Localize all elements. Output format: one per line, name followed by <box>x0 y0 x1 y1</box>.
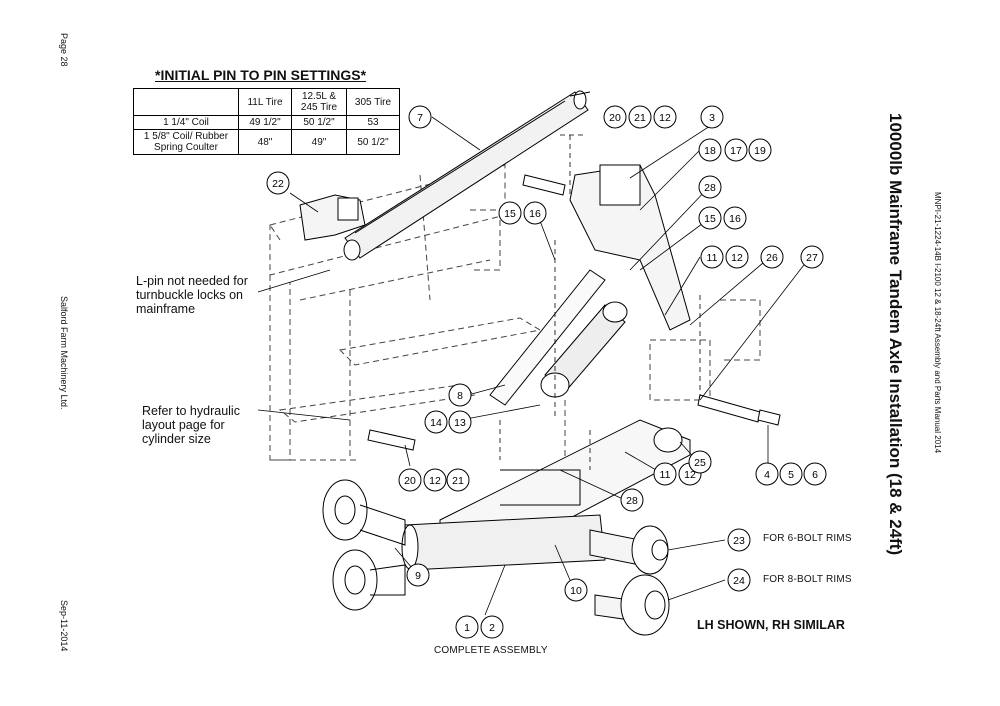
part-bubble-3: 3 <box>700 105 724 129</box>
part-bubble-16: 16 <box>523 201 547 225</box>
part-bubble-13: 13 <box>448 410 472 434</box>
part-number: 16 <box>529 208 541 220</box>
table-cell: 49" <box>291 129 347 155</box>
complete-assembly-label: COMPLETE ASSEMBLY <box>434 645 548 656</box>
part-bubble-12: 12 <box>725 245 749 269</box>
part-number: 26 <box>766 252 778 264</box>
part-bubble-6: 6 <box>803 462 827 486</box>
part-number: 7 <box>417 112 423 124</box>
table-cell: 48" <box>238 129 292 155</box>
table-cell: 1 5/8" Coil/ Rubber Spring Coulter <box>133 129 239 155</box>
part-bubble-7: 7 <box>408 105 432 129</box>
part-number: 10 <box>570 585 582 597</box>
part-number: 11 <box>707 252 718 264</box>
part-bubble-1: 1 <box>455 615 479 639</box>
part-bubble-26: 26 <box>760 245 784 269</box>
part-bubble-11: 11 <box>700 245 724 269</box>
hydraulic-note: Refer to hydraulic layout page for cylin… <box>142 404 240 446</box>
part-number: 1 <box>464 622 470 634</box>
part-bubble-15: 15 <box>698 206 722 230</box>
table-cell: 50 1/2" <box>346 129 400 155</box>
hydraulic-cylinder <box>489 269 628 406</box>
lh-shown-note: LH SHOWN, RH SIMILAR <box>697 618 845 632</box>
table-header-row: 11L Tire 12.5L & 245 Tire 305 Tire <box>133 88 400 116</box>
turnbuckle <box>343 90 591 261</box>
table-header-cell: 11L Tire <box>238 88 292 116</box>
part-number: 11 <box>660 469 671 481</box>
part-bubble-9: 9 <box>406 563 430 587</box>
pin-settings-table: 11L Tire 12.5L & 245 Tire 305 Tire 1 1/4… <box>133 88 400 155</box>
part-bubble-19: 19 <box>748 138 772 162</box>
hub-left-top <box>322 479 406 546</box>
part-bubble-12: 12 <box>653 105 677 129</box>
part-bubble-15: 15 <box>498 201 522 225</box>
part-number: 16 <box>729 213 741 225</box>
part-bubble-21: 21 <box>628 105 652 129</box>
part-number: 21 <box>634 112 646 124</box>
part-number: 21 <box>452 475 464 487</box>
part-bubble-8: 8 <box>448 383 472 407</box>
part-number: 15 <box>504 208 516 220</box>
part-bubble-11: 11 <box>653 462 677 486</box>
part-bubble-22: 22 <box>266 171 290 195</box>
hub-6-bolt <box>589 525 669 575</box>
part-number: 28 <box>704 182 716 194</box>
part-number: 12 <box>659 112 671 124</box>
part-bubble-16: 16 <box>723 206 747 230</box>
part-number: 4 <box>764 469 770 481</box>
eight-bolt-callout: FOR 8-BOLT RIMS <box>763 574 852 585</box>
part-bubble-17: 17 <box>724 138 748 162</box>
table-row: 1 5/8" Coil/ Rubber Spring Coulter 48" 4… <box>133 129 400 155</box>
part-bubble-12: 12 <box>423 468 447 492</box>
part-number: 18 <box>704 145 716 157</box>
part-bubble-14: 14 <box>424 410 448 434</box>
part-bubble-4: 4 <box>755 462 779 486</box>
part-bubble-10: 10 <box>564 578 588 602</box>
part-number: 5 <box>788 469 794 481</box>
part-number: 14 <box>430 417 442 429</box>
part-number: 23 <box>733 535 745 547</box>
part-number: 15 <box>704 213 716 225</box>
part-bubble-24: 24 <box>727 568 751 592</box>
part-number: 20 <box>609 112 621 124</box>
part-bubble-23: 23 <box>727 528 751 552</box>
part-bubble-2: 2 <box>480 615 504 639</box>
mainframe-outline <box>269 164 761 461</box>
six-bolt-callout: FOR 6-BOLT RIMS <box>763 533 852 544</box>
part-number: 20 <box>404 475 416 487</box>
part-number: 28 <box>626 495 638 507</box>
hub-left-bottom <box>332 549 406 611</box>
part-bubble-28: 28 <box>620 488 644 512</box>
part-number: 27 <box>806 252 818 264</box>
part-bubble-25: 25 <box>688 450 712 474</box>
part-bubble-18: 18 <box>698 138 722 162</box>
table-header-cell <box>133 88 239 116</box>
part-number: 17 <box>730 145 742 157</box>
part-number: 19 <box>754 145 766 157</box>
part-bubble-20: 20 <box>398 468 422 492</box>
part-number: 25 <box>694 457 706 469</box>
part-number: 13 <box>454 417 466 429</box>
part-bubble-20: 20 <box>603 105 627 129</box>
part-number: 12 <box>684 469 696 481</box>
part-number: 12 <box>429 475 441 487</box>
lpin-note: L-pin not needed for turnbuckle locks on… <box>136 274 248 316</box>
part-number: 24 <box>733 575 745 587</box>
part-number: 12 <box>731 252 743 264</box>
part-number: 8 <box>457 390 463 402</box>
part-bubble-27: 27 <box>800 245 824 269</box>
part-number: 9 <box>415 570 421 582</box>
part-number: 6 <box>812 469 818 481</box>
hub-8-bolt <box>594 574 670 636</box>
part-number: 22 <box>272 178 284 190</box>
part-bubble-28: 28 <box>698 175 722 199</box>
part-bubble-5: 5 <box>779 462 803 486</box>
table-title: *INITIAL PIN TO PIN SETTINGS* <box>155 67 367 83</box>
part-number: 2 <box>489 622 495 634</box>
part-number: 3 <box>709 112 715 124</box>
part-bubble-21: 21 <box>446 468 470 492</box>
